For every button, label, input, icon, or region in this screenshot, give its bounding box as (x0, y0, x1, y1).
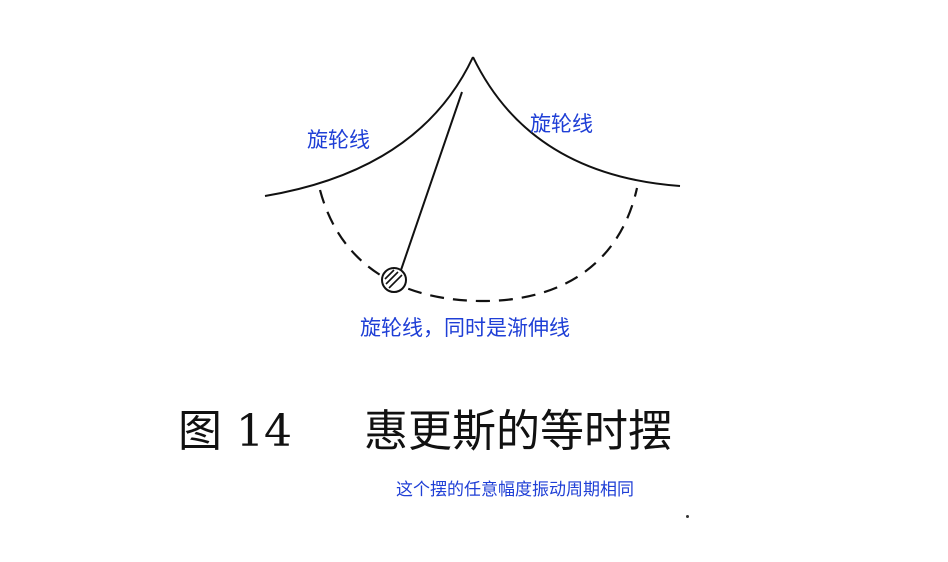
pendulum-string (400, 91, 463, 271)
right-cycloid-curve (472, 56, 681, 187)
bob-path-dashed-curve (318, 187, 639, 303)
figure-subtitle: 这个摆的任意幅度振动周期相同 (396, 480, 634, 500)
bob-path-label: 旋轮线，同时是渐伸线 (360, 316, 570, 340)
pendulum-bob (381, 267, 407, 293)
left-curve-label: 旋轮线 (307, 128, 370, 152)
right-curve-label: 旋轮线 (530, 112, 593, 136)
figure-title: 惠更斯的等时摆 (363, 406, 672, 457)
figure-number: 图 14 (178, 406, 292, 457)
stray-dot (686, 515, 689, 518)
left-cycloid-curve (264, 56, 474, 197)
